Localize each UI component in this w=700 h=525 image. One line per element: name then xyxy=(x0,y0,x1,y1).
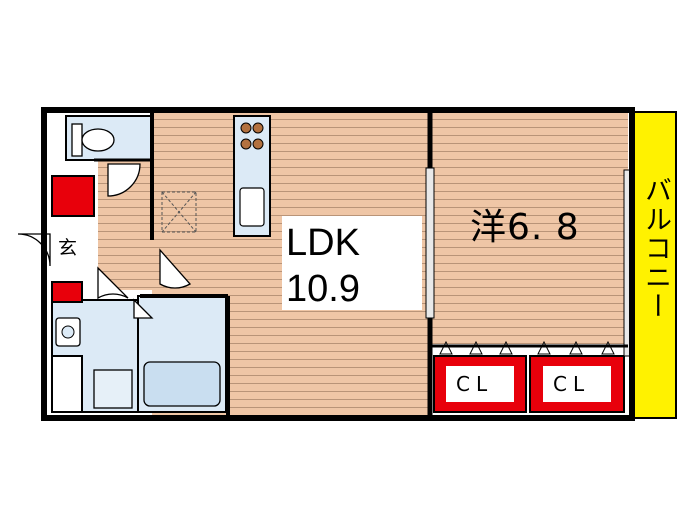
entrance-storage xyxy=(51,281,83,303)
walls xyxy=(41,107,635,421)
ldk-room-label: LDK xyxy=(286,222,360,264)
balcony-label: バルコニー xyxy=(640,176,671,321)
ldk-room-size: 10.9 xyxy=(286,268,360,310)
western-room-floor xyxy=(432,112,628,344)
shoe-storage xyxy=(51,175,95,217)
entrance-label: 玄 xyxy=(58,237,78,259)
closet-doors xyxy=(439,340,615,355)
sliding-door-ldk xyxy=(425,167,435,319)
closet-2-label: CL xyxy=(553,372,591,396)
refrigerator-space xyxy=(161,191,197,233)
toilet-icon xyxy=(71,123,115,157)
entrance-floor xyxy=(52,222,90,278)
washbasin-icon xyxy=(55,317,81,347)
ldk-label-box xyxy=(282,216,422,310)
laundry-storage xyxy=(51,355,83,413)
bathtub-icon xyxy=(143,361,221,407)
western-room-label: 洋6. 8 xyxy=(470,207,580,248)
kitchen-counter xyxy=(233,115,271,237)
closet-1-label: CL xyxy=(456,372,494,396)
washer-space-icon xyxy=(93,369,133,409)
